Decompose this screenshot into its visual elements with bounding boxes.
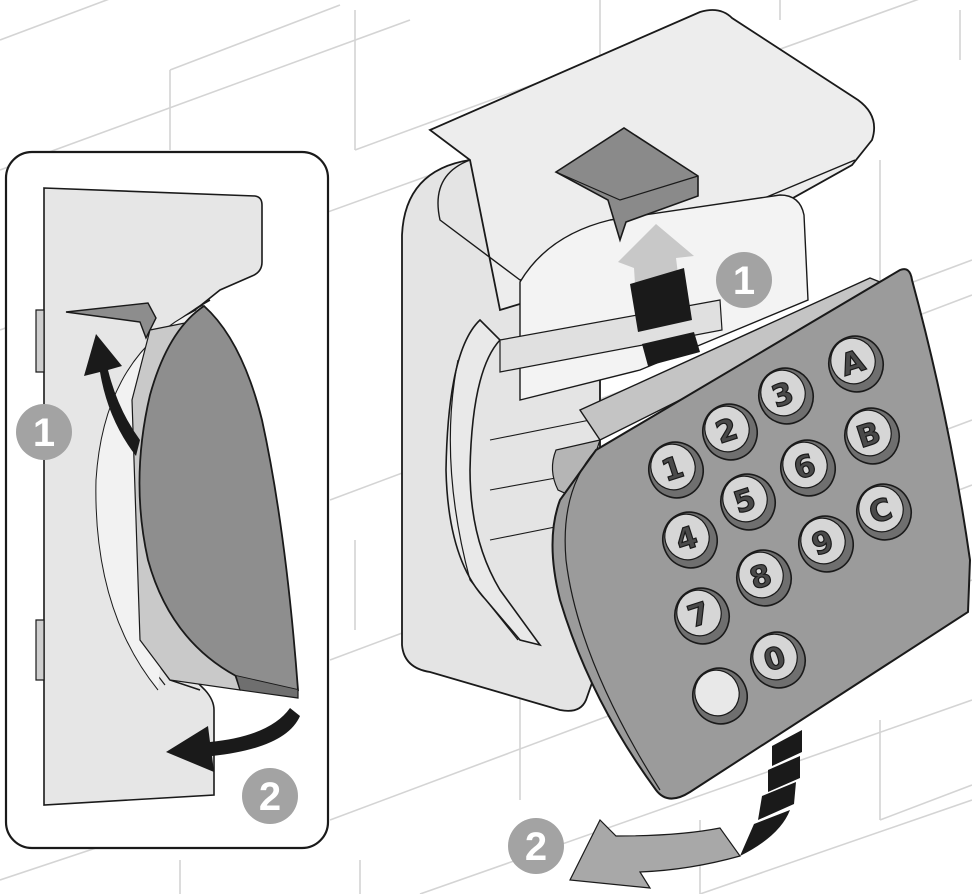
main-step-2-label: 2 bbox=[525, 825, 547, 869]
inset-step-2-label: 2 bbox=[259, 775, 281, 819]
inset-side-view-panel: 1 2 bbox=[6, 152, 328, 848]
main-step-1-label: 1 bbox=[733, 259, 755, 303]
inset-step-1-label: 1 bbox=[33, 411, 55, 455]
